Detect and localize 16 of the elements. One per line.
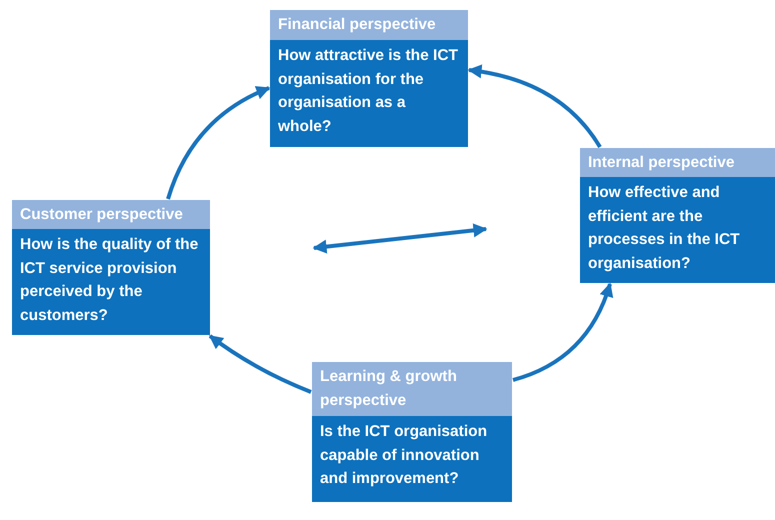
card-heading: Internal perspective — [580, 148, 775, 177]
curved-arrow — [166, 86, 270, 200]
perspective-card — [270, 10, 468, 147]
card-heading: Financial perspective — [270, 10, 468, 40]
curved-arrow — [208, 334, 312, 394]
perspective-card — [312, 362, 512, 502]
card-heading: Customer perspective — [12, 200, 210, 229]
card-body-text: Is the ICT organisation capable of innovation and improvement? — [319, 422, 488, 489]
card-body-text: How effective and efficient are the processes in the ICT organisation? — [587, 183, 741, 274]
card-heading: Learning & growth perspective — [312, 362, 512, 416]
perspective-card — [12, 200, 210, 335]
card-body-text: How is the quality of the ICT service provision perceived by the customers? — [19, 235, 200, 326]
curved-arrow — [512, 282, 613, 382]
curved-arrow — [468, 64, 602, 148]
card-body-text: How attractive is the ICT organisation for the organisation as a whole? — [277, 46, 460, 136]
perspective-card — [580, 148, 775, 283]
